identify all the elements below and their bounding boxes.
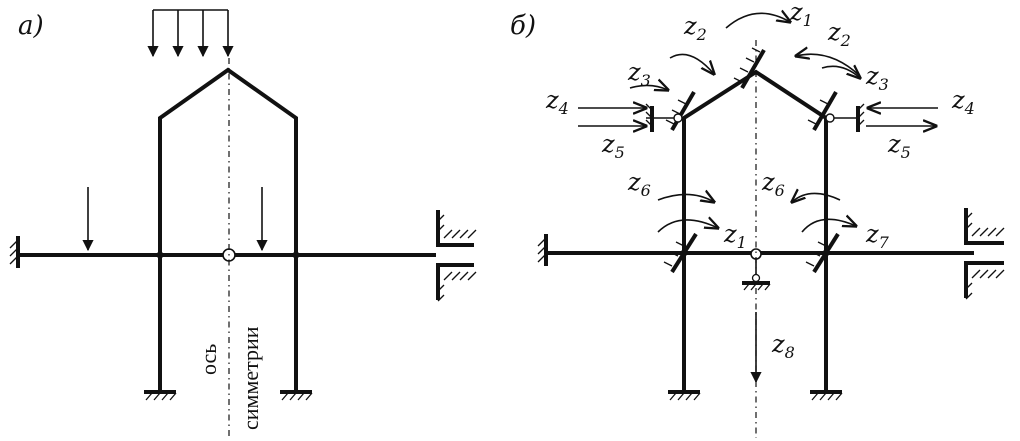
- link-constraints: [645, 103, 865, 291]
- slider-support-right-b: [964, 208, 1005, 300]
- label-z3-right: z3: [865, 62, 889, 94]
- base-supports-b: [668, 390, 843, 401]
- label-z4-right: z4: [951, 86, 975, 118]
- rotation-constraints: [663, 47, 840, 274]
- frame-a: [20, 67, 436, 390]
- label-z2-left: z2: [683, 12, 707, 44]
- distributed-load-a: [147, 9, 234, 58]
- label-z6-right: z6: [761, 168, 785, 200]
- scheme-b: б): [510, 0, 1005, 438]
- label-z5-right: z5: [887, 130, 911, 162]
- axis-label-line1: ось: [196, 344, 221, 375]
- label-z1-top: z1: [789, 0, 813, 30]
- label-z7: z7: [865, 220, 890, 252]
- label-z1-bottom: z1: [723, 220, 747, 252]
- unknown-labels: z1 z2 z2 z3 z3 z4 z4 z5 z5 z6 z6 z1 z7 z…: [545, 0, 975, 362]
- fixed-support-left-b: [537, 234, 548, 266]
- fixed-support-left-a: [9, 236, 20, 268]
- label-z2-right: z2: [827, 18, 851, 50]
- label-z4-left: z4: [545, 86, 569, 118]
- label-z8: z8: [771, 330, 795, 362]
- axis-label-line2: симметрии: [238, 326, 263, 430]
- panel-a-label: а): [18, 11, 44, 41]
- panel-b-label: б): [510, 11, 536, 41]
- displacement-arrows: [578, 13, 938, 384]
- symmetry-axis-label: ось симметрии: [196, 326, 263, 430]
- label-z6-left: z6: [627, 168, 651, 200]
- label-z3-left: z3: [627, 58, 651, 90]
- scheme-a: а): [9, 9, 477, 438]
- frame-b: [548, 69, 974, 390]
- label-z5-left: z5: [601, 130, 625, 162]
- base-supports-a: [144, 390, 313, 401]
- slider-support-right-a: [436, 210, 477, 302]
